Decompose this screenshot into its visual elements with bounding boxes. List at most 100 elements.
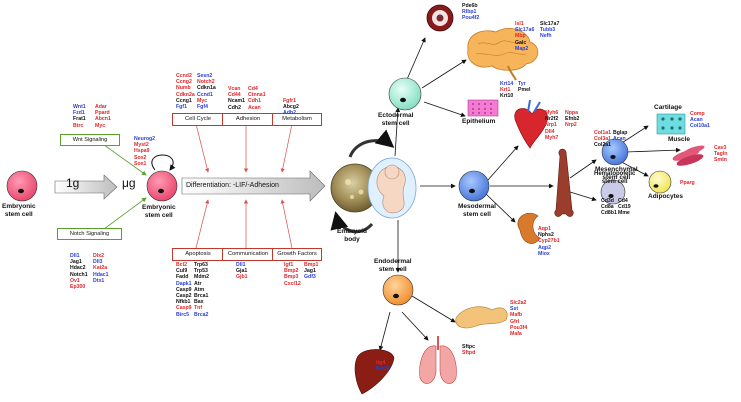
gene-label: Fgf4: [197, 104, 208, 111]
gene-label: Krt10: [500, 93, 514, 100]
gene-label: Notch1: [70, 271, 88, 278]
gene-label: Gfrl: [510, 318, 520, 325]
gene-label: Sesn2: [197, 73, 213, 79]
brain-icon: [467, 28, 539, 81]
gene-label: Slc17a7: [540, 21, 560, 27]
epithelium-label: Epithelium: [462, 118, 496, 125]
gene-label: Nrp1: [545, 122, 557, 129]
gene-label: Cd4: [248, 86, 258, 92]
gene-label: Myst2: [134, 142, 149, 149]
adipocyte-genes: Pparg: [680, 180, 695, 186]
gene-label: Comp: [690, 111, 705, 117]
gene-label: Krt14: [500, 81, 514, 87]
gene-label: Map2: [515, 45, 529, 52]
gene-label: Sftpd: [462, 350, 476, 357]
epithelium-icon: [467, 99, 499, 117]
gene-label: Bmp2: [284, 268, 299, 275]
gene-label: Tyr: [518, 81, 526, 87]
gene-label: Vcan: [228, 86, 241, 92]
embryonic-stem-cell-2: [146, 154, 178, 202]
gene-label: Ccnd2: [176, 73, 192, 79]
gene-label: Krt19: [376, 366, 390, 373]
gene-label: Atm: [194, 286, 205, 293]
gene-label: Abcg2: [283, 104, 299, 111]
growth-factors-box: Growth Factors: [272, 248, 322, 261]
gene-label: Col3a1: [594, 136, 612, 143]
gene-label: Aqp2: [538, 244, 551, 251]
metabolism-box: Metabolism: [272, 113, 322, 126]
gene-label: Jag1: [70, 259, 82, 266]
gene-label: Acan: [248, 104, 261, 111]
gene-label: Krt1: [500, 87, 511, 94]
adhesion-box: Adhesion: [222, 113, 274, 126]
gene-label: Col1a1: [594, 130, 612, 136]
gene-label: Adar: [95, 104, 107, 110]
gene-label: Galc: [515, 39, 527, 46]
gene-label: Fadd: [176, 274, 189, 281]
adipocyte-cell: [648, 170, 672, 194]
gene-label: Col10a1: [690, 123, 710, 130]
gene-label: Ncam1: [228, 98, 246, 105]
gene-label: Slc17a6: [515, 27, 535, 34]
gravity-microgravity-label: μg: [122, 176, 136, 190]
gene-label: Ccnd1: [197, 91, 213, 98]
gene-label: Mme: [618, 210, 630, 217]
gene-label: Bglap: [613, 130, 628, 136]
gene-label: Myh7: [545, 134, 559, 141]
cartilage-icon: [656, 113, 686, 135]
gene-label: Cdh2: [228, 104, 241, 111]
gene-label: Gdf3: [304, 274, 316, 281]
gene-label: Dll4: [545, 128, 555, 135]
heart-icon: [514, 99, 548, 149]
gene-label: Myc: [95, 122, 106, 129]
gene-label: Sox1: [134, 160, 147, 167]
pancreas-icon: [455, 306, 508, 329]
gene-label: Cd3d: [601, 198, 614, 204]
gene-label: Atr: [194, 280, 202, 287]
gene-label: Brca1: [194, 293, 209, 300]
gene-label: Igf1: [284, 262, 294, 268]
gene-label: Rlbp1: [462, 9, 477, 16]
gene-label: Cdh1: [248, 98, 261, 105]
gene-label: Brca2: [194, 311, 209, 318]
gene-label: Kat2a: [93, 265, 108, 272]
gene-label: Gja1: [236, 268, 248, 275]
gene-label: Cdkn1a: [197, 85, 216, 92]
gene-label: Dll1: [236, 262, 246, 268]
embryonic-stem-cell-1: [6, 170, 38, 202]
gene-label: Miox: [538, 250, 550, 257]
wnt-signaling-box: Wnt Signaling: [60, 134, 120, 146]
gene-label: Dlx2: [93, 253, 104, 259]
cartilage-label: Cartilage: [654, 104, 682, 111]
gene-label: Pou4f2: [462, 15, 480, 22]
mesenchymal-stem-cell: [601, 138, 629, 166]
gene-label: Col2a1: [594, 142, 612, 149]
gene-label: Dtx1: [93, 277, 105, 284]
bone-icon: [554, 148, 574, 217]
gene-label: Itg4: [376, 360, 386, 366]
gene-label: Nrp2: [565, 122, 577, 129]
embryo-icon: [367, 157, 417, 219]
gene-label: Dll1: [70, 253, 80, 259]
